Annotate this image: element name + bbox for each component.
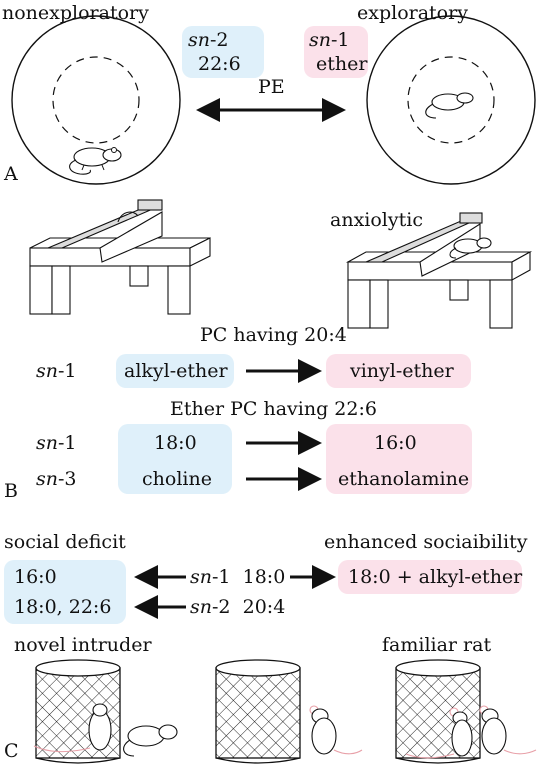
row2-sn-label: sn-1 xyxy=(36,432,77,454)
panel-letter-c: C xyxy=(4,740,19,762)
sn1-value: ether xyxy=(316,53,368,75)
elevated-plus-maze-icon xyxy=(29,199,211,315)
arrow-right-icon xyxy=(290,565,336,589)
label-familiar-rat: familiar rat xyxy=(382,634,492,656)
label-exploratory: exploratory xyxy=(357,2,468,24)
vinyl-ether-box: vinyl-ether xyxy=(326,354,471,388)
rat-icon xyxy=(69,147,122,175)
rat-icon xyxy=(405,707,473,759)
label-pe: PE xyxy=(258,76,285,98)
label-nonexploratory: nonexploratory xyxy=(2,2,149,24)
heading-pc-20-4: PC having 20:4 xyxy=(200,324,347,346)
mid1-label: sn-1 18:0 xyxy=(190,566,286,588)
mesh-cage-icon xyxy=(35,659,121,764)
sn2-value: 22:6 xyxy=(198,53,241,75)
panel-letter-b: B xyxy=(4,480,18,502)
arrow-right-icon xyxy=(246,359,322,383)
circle-arena-icon xyxy=(366,15,536,185)
row3-sn-label: sn-3 xyxy=(36,468,77,490)
rat-icon xyxy=(479,705,537,755)
row1-sn-label: sn-1 xyxy=(36,360,77,382)
mesh-cage-icon xyxy=(215,659,301,764)
rat-icon xyxy=(33,703,112,753)
label-enhanced-sociability: enhanced sociaibility xyxy=(324,531,528,553)
sn-from-box: 18:0 choline xyxy=(118,424,232,494)
rat-icon xyxy=(309,705,363,755)
arrow-right-icon xyxy=(246,467,322,491)
sn1-label: sn-1 xyxy=(309,29,350,51)
sn-to-box: 16:0 ethanolamine xyxy=(326,424,472,494)
arrow-left-icon xyxy=(134,565,186,589)
mid2-label: sn-2 20:4 xyxy=(190,596,286,618)
panel-letter-a: A xyxy=(4,163,18,185)
enhanced-sociability-box: 18:0 + alkyl-ether xyxy=(338,560,522,594)
label-anxiolytic: anxiolytic xyxy=(330,209,423,231)
elevated-plus-maze-icon xyxy=(345,212,533,329)
label-novel-intruder: novel intruder xyxy=(14,634,152,656)
arrow-right-icon xyxy=(246,431,322,455)
sn2-label: sn-2 xyxy=(188,29,229,51)
rat-icon xyxy=(123,724,178,757)
rat-icon xyxy=(449,237,492,259)
social-deficit-box: 16:0 18:0, 22:6 xyxy=(4,560,126,624)
double-arrow-icon xyxy=(196,98,346,122)
circle-arena-icon xyxy=(11,15,181,185)
rat-icon xyxy=(425,92,474,119)
heading-ether-pc-22-6: Ether PC having 22:6 xyxy=(170,398,377,420)
alkyl-ether-box: alkyl-ether xyxy=(116,354,234,388)
sn2-22-6-box: sn-2 22:6 xyxy=(182,26,264,78)
label-social-deficit: social deficit xyxy=(4,531,126,553)
sn1-ether-box: sn-1 ether xyxy=(304,26,368,78)
arrow-left-icon xyxy=(134,595,186,619)
